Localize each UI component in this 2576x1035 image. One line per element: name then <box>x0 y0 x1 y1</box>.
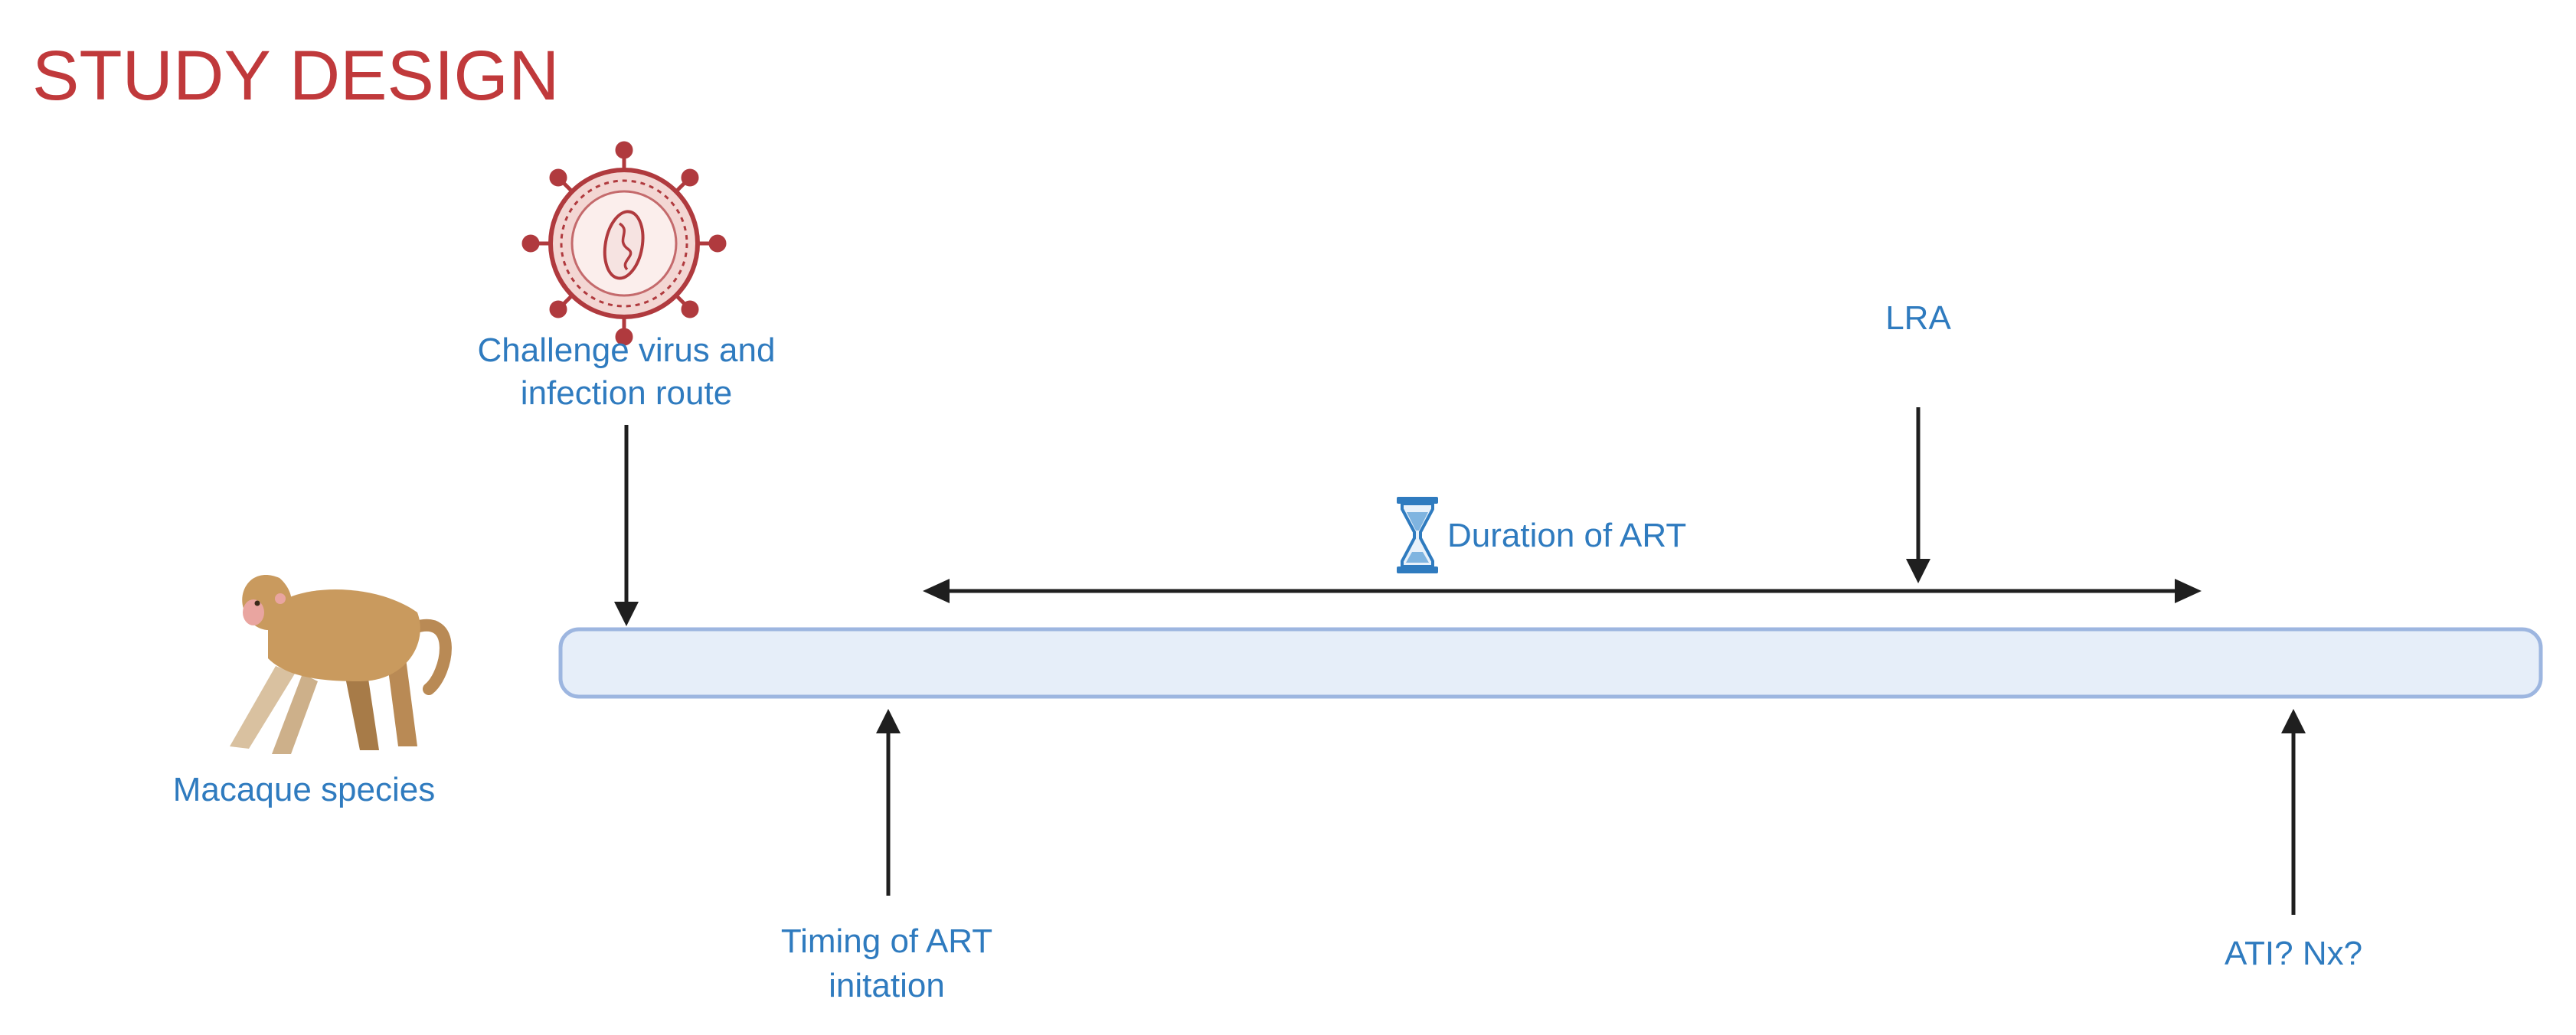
timing-label-line2: initation <box>829 967 945 1004</box>
lra-arrow <box>1906 407 1930 583</box>
timing-label-line1: Timing of ART <box>781 922 992 960</box>
hourglass-icon <box>1397 497 1438 573</box>
challenge-label-line2: infection route <box>521 374 732 412</box>
challenge-arrow <box>614 425 639 626</box>
duration-label: Duration of ART <box>1447 517 1686 554</box>
virus-icon <box>521 141 727 346</box>
challenge-label-line1: Challenge virus and <box>478 331 776 369</box>
timeline-bar <box>558 627 2543 699</box>
lra-label: LRA <box>1885 299 1951 337</box>
ati-arrow <box>2281 709 2306 915</box>
duration-double-arrow <box>923 579 2202 603</box>
macaque-label: Macaque species <box>173 771 435 808</box>
macaque-icon <box>230 574 452 754</box>
ati-label: ATI? Nx? <box>2225 935 2362 972</box>
timing-arrow <box>876 709 901 896</box>
diagram-title: STUDY DESIGN <box>32 37 559 115</box>
